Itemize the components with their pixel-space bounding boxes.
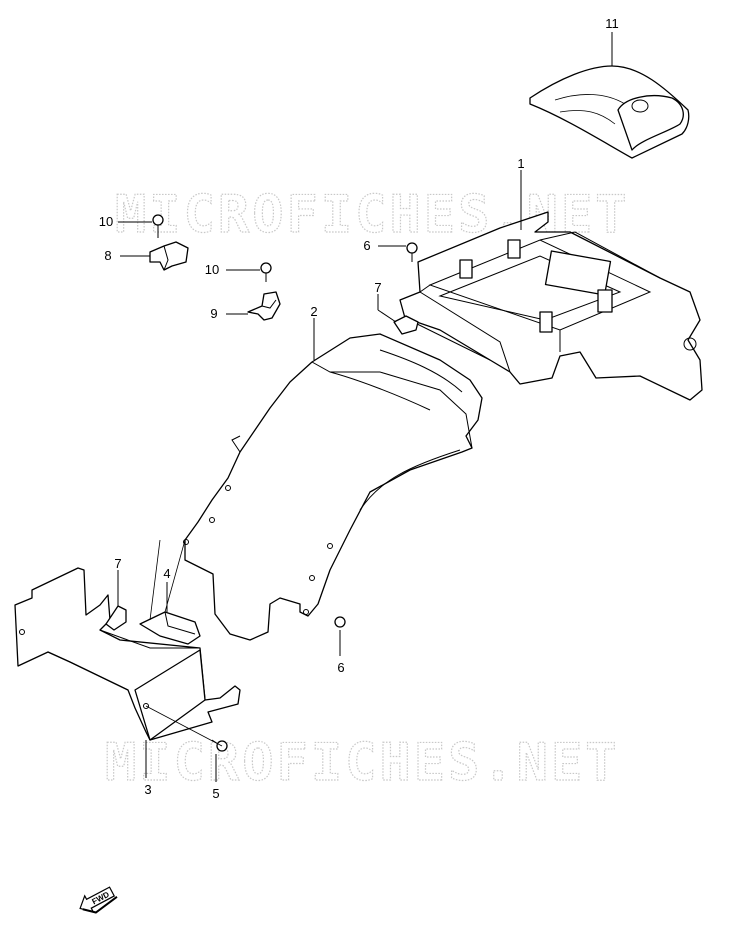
screw-10-lower xyxy=(260,262,272,282)
callout-1: 1 xyxy=(517,156,524,171)
callout-11: 11 xyxy=(605,16,619,31)
leader-lines xyxy=(117,32,613,782)
callout-7-lower: 7 xyxy=(114,556,121,571)
callout-2: 2 xyxy=(310,304,317,319)
part-7-clip-upper xyxy=(393,315,419,335)
part-7-clip-lower xyxy=(105,605,127,631)
part-9-clamp xyxy=(247,291,281,321)
callout-6-upper: 6 xyxy=(363,238,370,253)
callout-6-lower: 6 xyxy=(337,660,344,675)
screw-10-upper xyxy=(152,214,164,238)
part-3-bracket xyxy=(14,567,241,741)
watermark-bottom: MICROFICHES.NET xyxy=(105,733,620,793)
part-2-fender xyxy=(183,333,483,641)
part-8-clamp xyxy=(149,241,189,271)
callout-10-lower: 10 xyxy=(205,262,219,277)
callout-8: 8 xyxy=(104,248,111,263)
callout-7-upper: 7 xyxy=(374,280,381,295)
callout-9: 9 xyxy=(210,306,217,321)
part-1-frame xyxy=(399,211,703,401)
fwd-arrow: FWD xyxy=(79,886,118,914)
callout-10-upper: 10 xyxy=(99,214,113,229)
part-11-cover xyxy=(529,65,690,159)
callout-3: 3 xyxy=(144,782,151,797)
part-4-piece xyxy=(139,611,201,645)
callout-5: 5 xyxy=(212,786,219,801)
callout-4: 4 xyxy=(163,566,170,581)
screw-6-lower xyxy=(334,616,346,628)
screw-6-upper xyxy=(406,242,418,262)
